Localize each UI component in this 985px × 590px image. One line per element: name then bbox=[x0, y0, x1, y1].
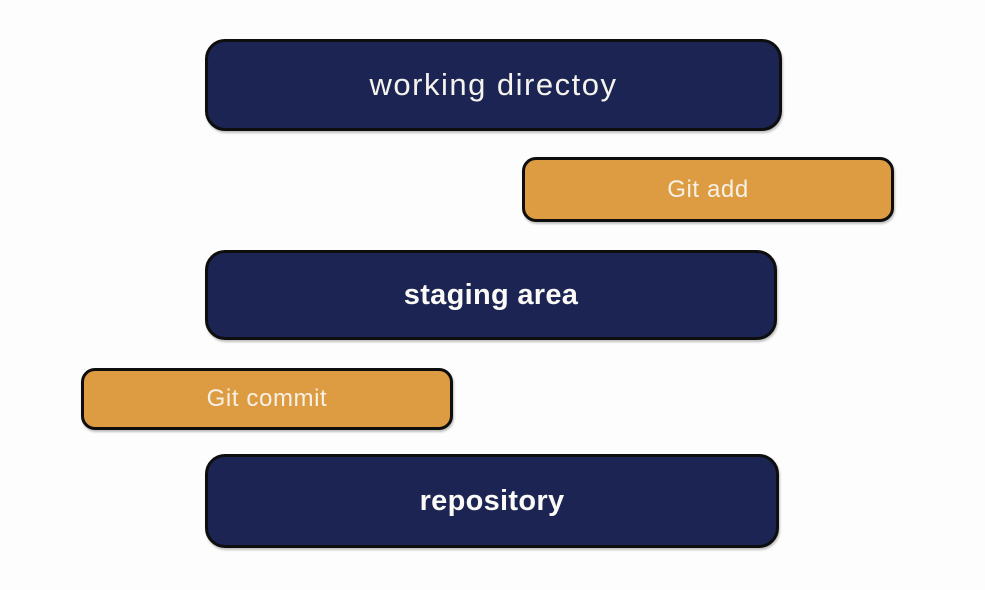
repository-label: repository bbox=[419, 484, 565, 517]
git-commit-label: Git commit bbox=[206, 385, 328, 412]
staging-area-label: staging area bbox=[403, 278, 579, 311]
repository-box: repository bbox=[205, 454, 779, 548]
working-directory-label: working directoy bbox=[369, 67, 618, 102]
git-commit-box: Git commit bbox=[81, 368, 453, 430]
git-add-label: Git add bbox=[667, 175, 749, 203]
git-add-box: Git add bbox=[522, 157, 894, 222]
staging-area-box: staging area bbox=[205, 250, 777, 340]
working-directory-box: working directoy bbox=[205, 39, 782, 131]
